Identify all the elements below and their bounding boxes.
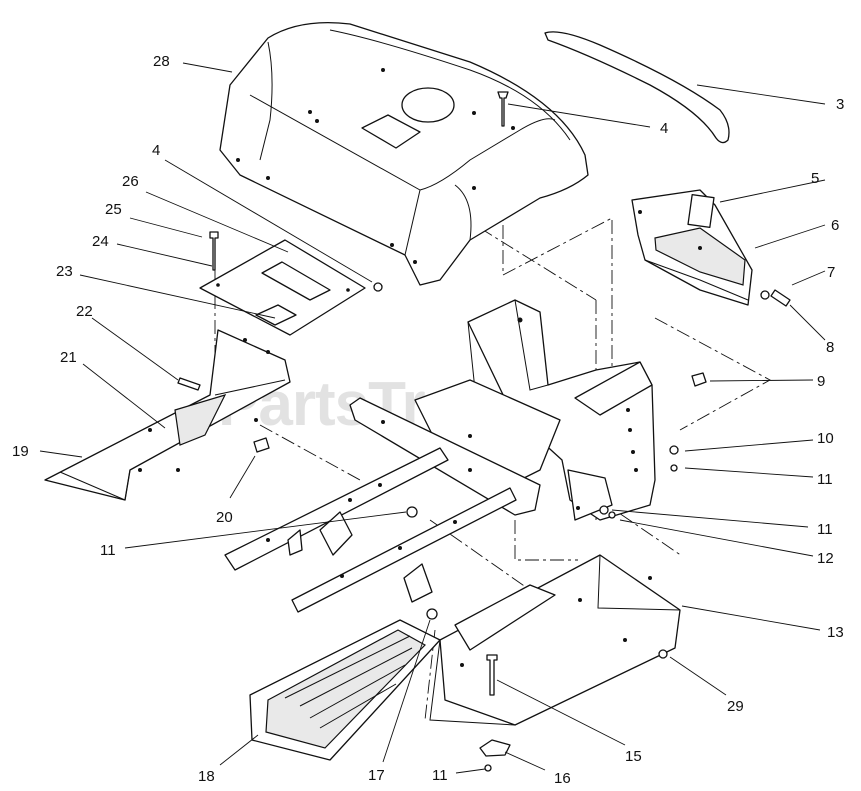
callout-5: 5: [811, 170, 819, 187]
floor-fasteners: [479, 654, 511, 772]
callout-15: 15: [625, 748, 642, 765]
callout-22: 22: [76, 303, 93, 320]
callout-16: 16: [554, 770, 571, 787]
callout-29: 29: [727, 698, 744, 715]
callout-3: 3: [836, 96, 844, 113]
callout-labels: 28 3 4 5 6 7 8 9 10 11 11 12 13 29 15 16…: [12, 53, 844, 787]
callout-23: 23: [56, 263, 73, 280]
floor-mat: [249, 608, 441, 761]
callout-10: 10: [817, 430, 834, 447]
callout-25: 25: [105, 201, 122, 218]
callout-19: 19: [12, 443, 29, 460]
callout-28: 28: [153, 53, 170, 70]
decal: [687, 193, 715, 229]
callout-11-right-lower: 11: [817, 521, 833, 538]
callout-8: 8: [826, 339, 834, 356]
callout-11-bottom: 11: [432, 767, 448, 784]
lower-frame-rails: [224, 447, 517, 613]
floor-pan: [429, 554, 681, 726]
callout-4-hood: 4: [660, 120, 668, 137]
dash-panel: [631, 189, 753, 306]
trim-strip: [544, 31, 730, 144]
left-side-panel: [44, 329, 291, 501]
side-panel-fasteners: [177, 377, 270, 453]
callout-17: 17: [368, 767, 385, 784]
callout-20: 20: [216, 509, 233, 526]
callout-7: 7: [827, 264, 835, 281]
callout-11-left: 11: [100, 542, 116, 559]
callout-13: 13: [827, 624, 844, 641]
hood: [219, 21, 589, 286]
hood-bolt: [497, 91, 509, 127]
leader-lines: [39, 62, 826, 774]
callout-9: 9: [817, 373, 825, 390]
callout-6: 6: [831, 217, 839, 234]
chassis-tower: [414, 299, 656, 521]
callout-4-left: 4: [152, 142, 160, 159]
callout-24: 24: [92, 233, 109, 250]
mid-fasteners: [406, 372, 707, 519]
callout-18: 18: [198, 768, 215, 785]
callout-11-right-upper: 11: [817, 471, 833, 488]
dash-fasteners: [760, 289, 791, 307]
callout-26: 26: [122, 173, 139, 190]
access-plate: [199, 231, 383, 336]
callout-21: 21: [60, 349, 77, 366]
callout-12: 12: [817, 550, 834, 567]
